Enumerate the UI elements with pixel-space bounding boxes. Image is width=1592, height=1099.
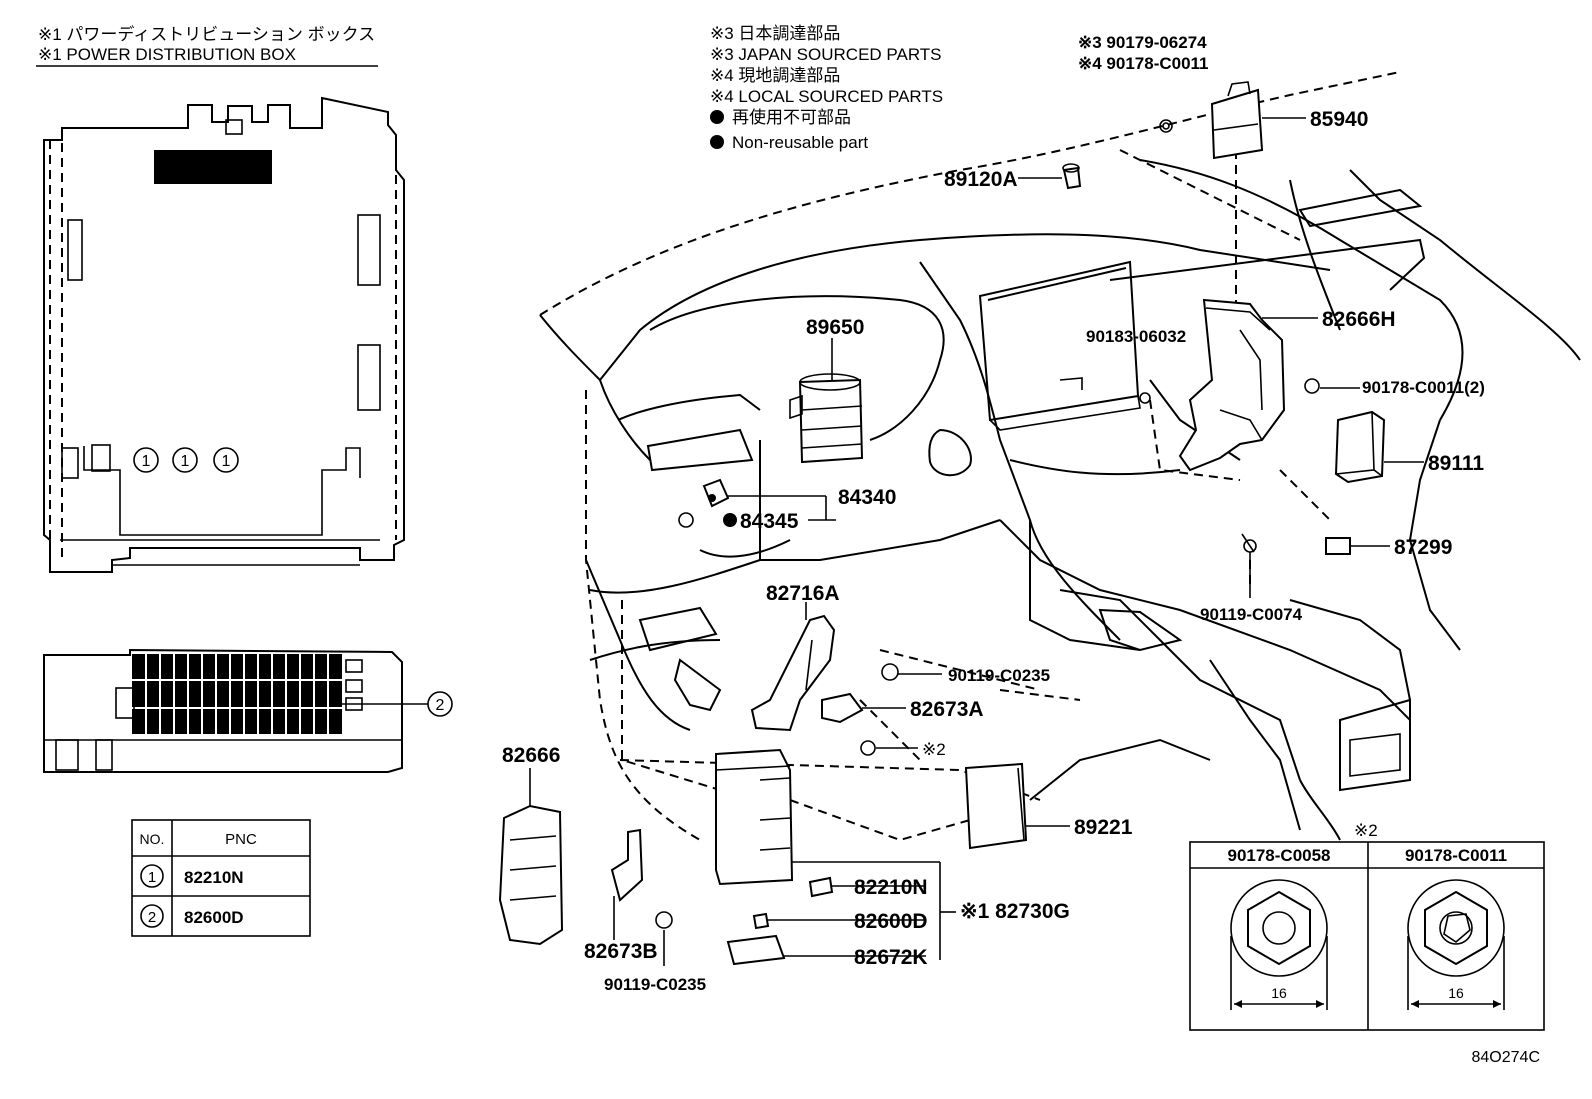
relay-callout-2: 2 xyxy=(436,697,445,714)
part-84340-switch xyxy=(702,478,730,508)
part-82666H-bracket xyxy=(1178,298,1286,472)
label-82666H: 82666H xyxy=(1322,308,1396,331)
figure-id: 84O274C xyxy=(1472,1049,1541,1066)
pnc-table-row-no: 2 xyxy=(148,909,156,926)
part-89221-module xyxy=(964,762,1028,850)
nut-x2 xyxy=(860,740,876,756)
label-82673A: 82673A xyxy=(910,698,984,721)
label-85940: 85940 xyxy=(1310,108,1368,131)
fuse-callout-1b: 1 xyxy=(181,453,190,470)
part-82716A-bracket xyxy=(750,614,836,732)
part-82210N-fuse xyxy=(808,876,834,898)
part-82666-bracket xyxy=(498,804,564,946)
bolt-90119-C0235 xyxy=(881,663,899,681)
pnc-table-row-no: 1 xyxy=(148,869,156,886)
detail-right-part: 90178-C0011 xyxy=(1405,846,1507,865)
part-82673B-bracket xyxy=(610,828,644,902)
nut-90178-C0011 xyxy=(1304,378,1320,394)
label-89650: 89650 xyxy=(806,316,864,339)
detail-right-dim: 16 xyxy=(1448,985,1464,1001)
pnc-table-row-pnc: 82600D xyxy=(184,908,244,927)
note-power-distribution-jp: ※1 パワーディストリビューション ボックス xyxy=(38,24,375,44)
relay-callout-circle xyxy=(427,691,453,717)
part-85940-module xyxy=(1210,81,1264,160)
label-82600D: 82600D xyxy=(854,910,928,933)
label-90183-06032: 90183-06032 xyxy=(1086,327,1186,346)
non-reusable-dot-icon xyxy=(710,135,724,149)
part-labels: ※3 90179-06274 ※4 90178-C0011 85940 8912… xyxy=(502,33,1485,994)
detail-left-dim: 16 xyxy=(1271,985,1287,1001)
clip-90183-06032 xyxy=(1139,392,1151,404)
nut-90179-06274 xyxy=(1159,119,1173,133)
legend-local-sourced-jp: ※4 現地調達部品 xyxy=(710,66,840,85)
label-x2: ※2 xyxy=(922,740,946,759)
push-nut-icon: 16 xyxy=(1407,879,1505,1010)
part-82600D-relay xyxy=(752,912,770,930)
bolt-90119-C0074 xyxy=(1241,533,1257,553)
fuse-callouts: 1 1 1 xyxy=(133,447,239,473)
nut-detail-box: ※2 90178-C0058 90178-C0011 16 xyxy=(1189,821,1545,1031)
legend-local-sourced-en: ※4 LOCAL SOURCED PARTS xyxy=(710,87,943,106)
part-84345-clip xyxy=(678,512,694,528)
legend-japan-sourced-en: ※3 JAPAN SOURCED PARTS xyxy=(710,45,942,64)
pnc-table-row-pnc: 82210N xyxy=(184,868,244,887)
label-82672K: 82672K xyxy=(854,946,928,969)
label-90119-C0235: 90119-C0235 xyxy=(948,666,1050,685)
pnc-table-head-pnc: PNC xyxy=(225,831,257,848)
part-89650-module xyxy=(789,373,864,464)
label-84345: 84345 xyxy=(740,510,799,533)
part-89120A-sensor xyxy=(1062,163,1082,190)
non-reusable-84345-dot-icon xyxy=(723,513,737,527)
label-82666: 82666 xyxy=(502,744,560,767)
part-82730G-junction-block xyxy=(715,748,794,886)
detail-left-part: 90178-C0058 xyxy=(1227,846,1330,865)
note-power-distribution-en: ※1 POWER DISTRIBUTION BOX xyxy=(38,45,296,64)
label-89120A: 89120A xyxy=(944,168,1018,191)
label-90119-C0074: 90119-C0074 xyxy=(1200,605,1303,624)
part-82673A-connector xyxy=(821,692,864,724)
bolt-90119-C0235-lower xyxy=(655,911,673,929)
sourcing-legend: ※3 日本調達部品 ※3 JAPAN SOURCED PARTS ※4 現地調達… xyxy=(710,24,943,152)
label-89221: 89221 xyxy=(1074,816,1133,839)
label-82730G: ※1 82730G xyxy=(960,900,1070,923)
part-82672K-cover xyxy=(726,934,786,966)
label-90179-06274: ※3 90179-06274 xyxy=(1078,33,1207,52)
part-89111-module xyxy=(1334,410,1386,484)
instrument-panel-outline xyxy=(539,71,1581,842)
label-82673B: 82673B xyxy=(584,940,658,963)
label-82716A: 82716A xyxy=(766,582,840,605)
label-84340: 84340 xyxy=(838,486,896,509)
fuse-callout-1c: 1 xyxy=(222,453,231,470)
detail-x2-title: ※2 xyxy=(1354,821,1378,840)
legend-non-reusable-en: Non-reusable part xyxy=(732,133,868,152)
non-reusable-dot-icon xyxy=(710,110,724,124)
label-90178-C0011-top: ※4 90178-C0011 xyxy=(1078,54,1209,73)
leader-lines xyxy=(529,117,1424,966)
part-87299-sensor xyxy=(1325,537,1351,555)
legend-non-reusable-jp: 再使用不可部品 xyxy=(732,107,851,127)
label-90119-C0235-lower: 90119-C0235 xyxy=(604,975,706,994)
relay-block-side-view: 2 xyxy=(43,648,453,773)
flange-nut-icon: 16 xyxy=(1230,879,1328,1010)
label-89111: 89111 xyxy=(1428,452,1484,475)
legend-japan-sourced-jp: ※3 日本調達部品 xyxy=(710,24,840,43)
fuse-array xyxy=(132,654,342,734)
fuse-callout-1a: 1 xyxy=(142,453,151,470)
label-87299: 87299 xyxy=(1394,536,1452,559)
label-82210N: 82210N xyxy=(854,876,928,899)
pnc-table-head-no: NO. xyxy=(140,831,165,847)
pnc-table: NO. PNC 1 82210N 2 82600D xyxy=(131,819,311,937)
label-90178-C0011-2: 90178-C0011(2) xyxy=(1362,378,1485,397)
power-distribution-box-drawing: 1 1 1 xyxy=(43,96,405,573)
label-plate xyxy=(154,150,272,184)
